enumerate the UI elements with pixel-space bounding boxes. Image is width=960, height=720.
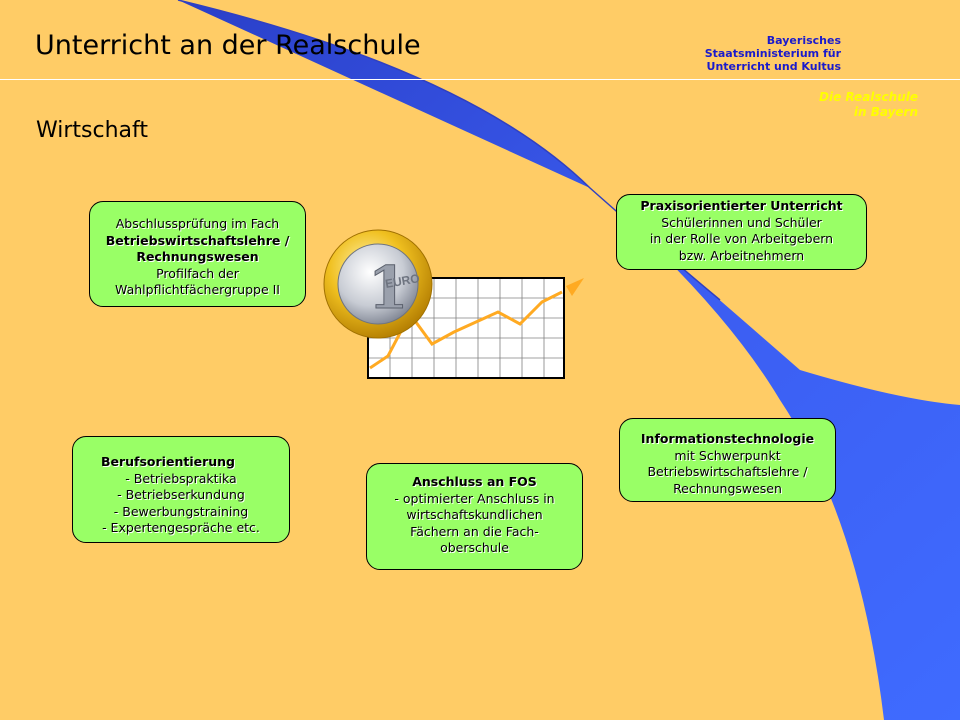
euro-coin-chart-icon: 1 EURO	[323, 229, 584, 379]
section-subtitle: Wirtschaft	[36, 118, 149, 143]
box-line: Wahlpflichtfächergruppe II	[115, 282, 280, 297]
box-anschluss-fos: Anschluss an FOS - optimierter Anschluss…	[366, 463, 583, 570]
box-line: wirtschaftskundlichen	[406, 507, 543, 522]
page-title: Unterricht an der Realschule	[35, 30, 421, 61]
box-line: - Bewerbungstraining	[113, 503, 249, 519]
box-line: Berufsorientierung	[100, 454, 235, 469]
box-line: Rechnungswesen	[673, 480, 782, 496]
tagline-line: Die Realschule	[819, 90, 918, 104]
box-line: - Expertengespräche etc.	[102, 520, 260, 535]
ministry-line: Staatsministerium für	[704, 47, 841, 60]
box-line: Betriebswirtschaftslehre /	[647, 464, 808, 479]
box-line: Praxisorientierter Unterricht	[640, 198, 843, 213]
box-praxisorientierter-unterricht: Praxisorientierter Unterricht Schülerinn…	[616, 194, 867, 270]
box-line: Schülerinnen und Schüler	[661, 214, 822, 230]
ministry-line: Bayerisches	[766, 34, 841, 47]
box-abschlusspruefung: Abschlussprüfung im Fach Betriebswirtsch…	[89, 201, 306, 307]
box-line: Anschluss an FOS	[412, 474, 537, 489]
ministry-label: Bayerisches Staatsministerium für Unterr…	[705, 34, 841, 73]
tagline: Die Realschule in Bayern	[819, 90, 918, 120]
box-berufsorientierung: Berufsorientierung - Betriebspraktika - …	[72, 436, 290, 543]
box-line: mit Schwerpunkt	[674, 447, 781, 463]
box-line: Fächern an die Fach-	[410, 523, 539, 539]
box-line: - Betriebserkundung	[117, 487, 245, 502]
coin-digit: 1	[368, 254, 408, 322]
ministry-line: Unterricht und Kultus	[706, 60, 841, 73]
box-line: in der Rolle von Arbeitgebern	[649, 231, 834, 246]
box-line: - Betriebspraktika	[125, 470, 237, 486]
box-line: Profilfach der	[156, 265, 239, 281]
coin-text: EURO	[384, 271, 421, 291]
box-line: - optimierter Anschluss in	[394, 490, 555, 506]
box-line: oberschule	[440, 540, 509, 555]
box-line: Rechnungswesen	[136, 249, 259, 264]
box-informationstechnologie: Informationstechnologie mit Schwerpunkt …	[619, 418, 836, 502]
box-line: bzw. Arbeitnehmern	[678, 247, 805, 263]
box-line: Informationstechnologie	[640, 431, 815, 446]
box-line: Abschlussprüfung im Fach	[115, 216, 280, 231]
tagline-line: in Bayern	[853, 105, 918, 119]
box-line: Betriebswirtschaftslehre /	[105, 232, 290, 248]
header-divider	[0, 79, 960, 80]
